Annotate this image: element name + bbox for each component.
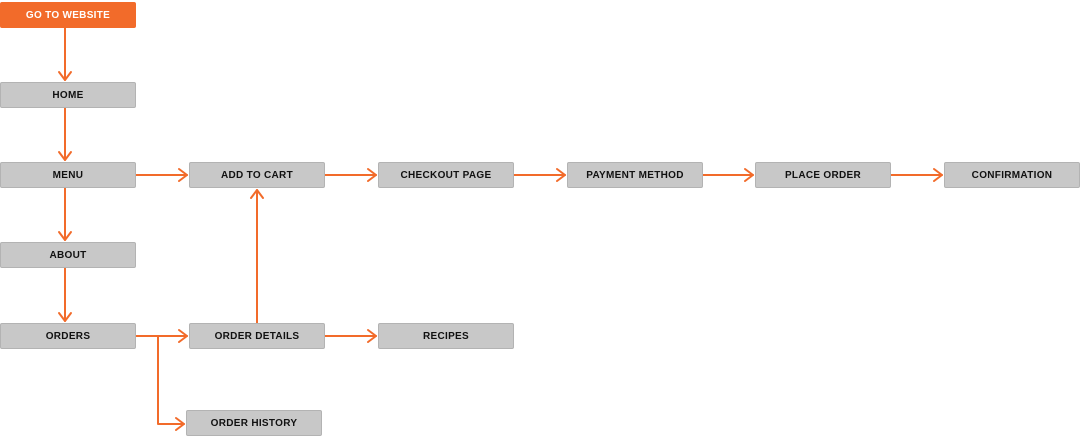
- place-order-node[interactable]: PLACE ORDER: [755, 162, 891, 188]
- payment-method-label: PAYMENT METHOD: [586, 169, 684, 181]
- recipes-node[interactable]: RECIPES: [378, 323, 514, 349]
- order-history-label: ORDER HISTORY: [210, 417, 298, 429]
- edge-payment-place-order: [702, 168, 754, 182]
- home-node[interactable]: HOME: [0, 82, 136, 108]
- edge-orders-order-history: [157, 335, 185, 431]
- edge-go-to-website-home: [58, 27, 72, 81]
- add-to-cart-node[interactable]: ADD TO CART: [189, 162, 325, 188]
- edge-place-order-confirmation: [890, 168, 943, 182]
- edge-menu-add-to-cart: [135, 168, 188, 182]
- edge-orders-order-details: [135, 329, 188, 343]
- payment-method-node[interactable]: PAYMENT METHOD: [567, 162, 703, 188]
- edge-checkout-payment: [513, 168, 566, 182]
- edge-home-menu: [58, 107, 72, 161]
- go-to-website-label: GO TO WEBSITE: [25, 9, 111, 21]
- add-to-cart-label: ADD TO CART: [220, 169, 293, 181]
- order-details-label: ORDER DETAILS: [214, 330, 300, 342]
- checkout-page-label: CHECKOUT PAGE: [400, 169, 492, 181]
- order-details-node[interactable]: ORDER DETAILS: [189, 323, 325, 349]
- menu-label: MENU: [52, 169, 84, 181]
- order-history-node[interactable]: ORDER HISTORY: [186, 410, 322, 436]
- confirmation-node[interactable]: CONFIRMATION: [944, 162, 1080, 188]
- edge-order-details-add-to-cart: [250, 189, 264, 324]
- edge-order-details-recipes: [324, 329, 377, 343]
- orders-label: ORDERS: [45, 330, 91, 342]
- menu-node[interactable]: MENU: [0, 162, 136, 188]
- about-label: ABOUT: [49, 249, 87, 261]
- edge-menu-about: [58, 187, 72, 241]
- confirmation-label: CONFIRMATION: [971, 169, 1053, 181]
- edge-add-to-cart-checkout: [324, 168, 377, 182]
- home-label: HOME: [52, 89, 84, 101]
- orders-node[interactable]: ORDERS: [0, 323, 136, 349]
- place-order-label: PLACE ORDER: [784, 169, 862, 181]
- edge-about-orders: [58, 267, 72, 322]
- recipes-label: RECIPES: [422, 330, 469, 342]
- checkout-page-node[interactable]: CHECKOUT PAGE: [378, 162, 514, 188]
- about-node[interactable]: ABOUT: [0, 242, 136, 268]
- go-to-website-node[interactable]: GO TO WEBSITE: [0, 2, 136, 28]
